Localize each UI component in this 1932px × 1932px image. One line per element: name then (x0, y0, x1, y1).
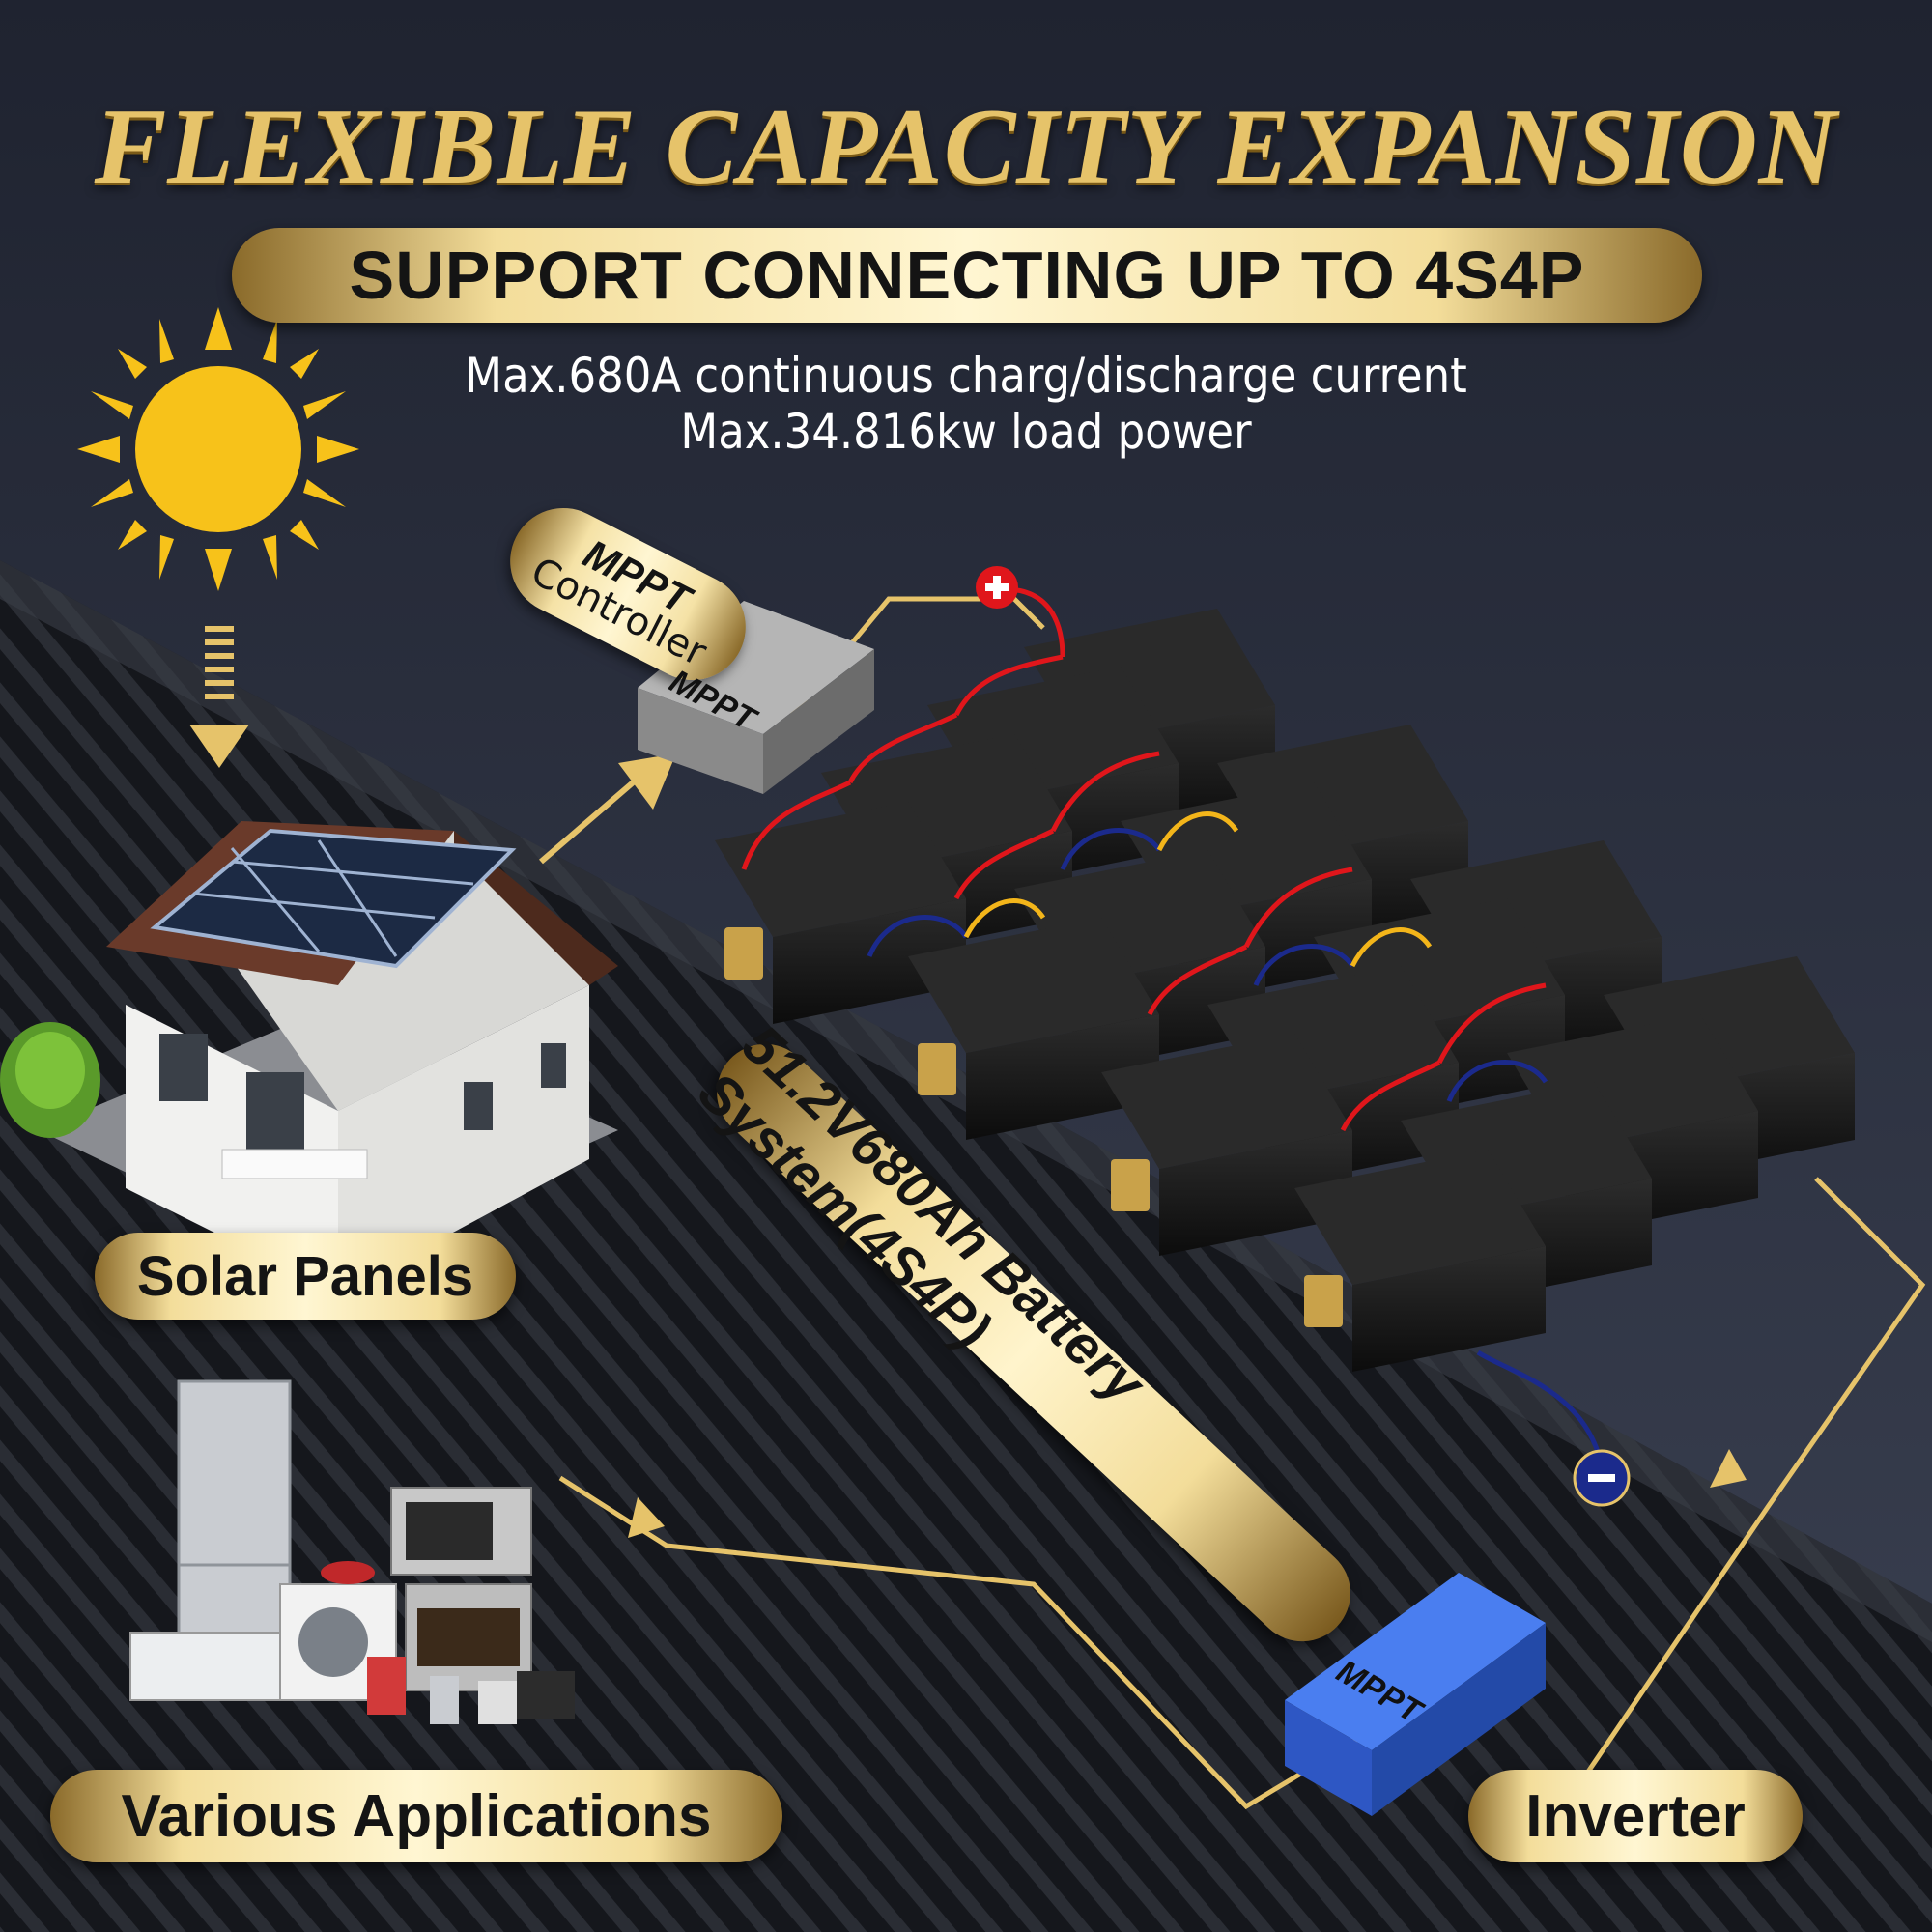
battery-array (715, 609, 1855, 1372)
arrow-down-icon (189, 626, 249, 768)
positive-terminal-icon (976, 566, 1018, 609)
inverter-box (1285, 1573, 1546, 1816)
label-inverter: Inverter (1468, 1770, 1803, 1862)
spec-power: Max.34.816kw load power (680, 404, 1252, 460)
solar-house-icon (0, 821, 618, 1294)
subtitle-banner: SUPPORT CONNECTING UP TO 4S4P (232, 228, 1702, 323)
arrow-up-right-icon (539, 753, 676, 865)
label-solar-panels: Solar Panels (95, 1233, 516, 1320)
page-title: FLEXIBLE CAPACITY EXPANSION (94, 87, 1838, 207)
label-various-applications: Various Applications (50, 1770, 782, 1862)
arrow-down-left-icon (628, 1449, 1747, 1538)
sun-icon (77, 307, 359, 591)
mppt-controller-box (638, 601, 874, 794)
appliances-icon (129, 1379, 575, 1724)
spec-current: Max.680A continuous charg/discharge curr… (465, 348, 1467, 404)
negative-terminal-icon (1573, 1449, 1631, 1507)
